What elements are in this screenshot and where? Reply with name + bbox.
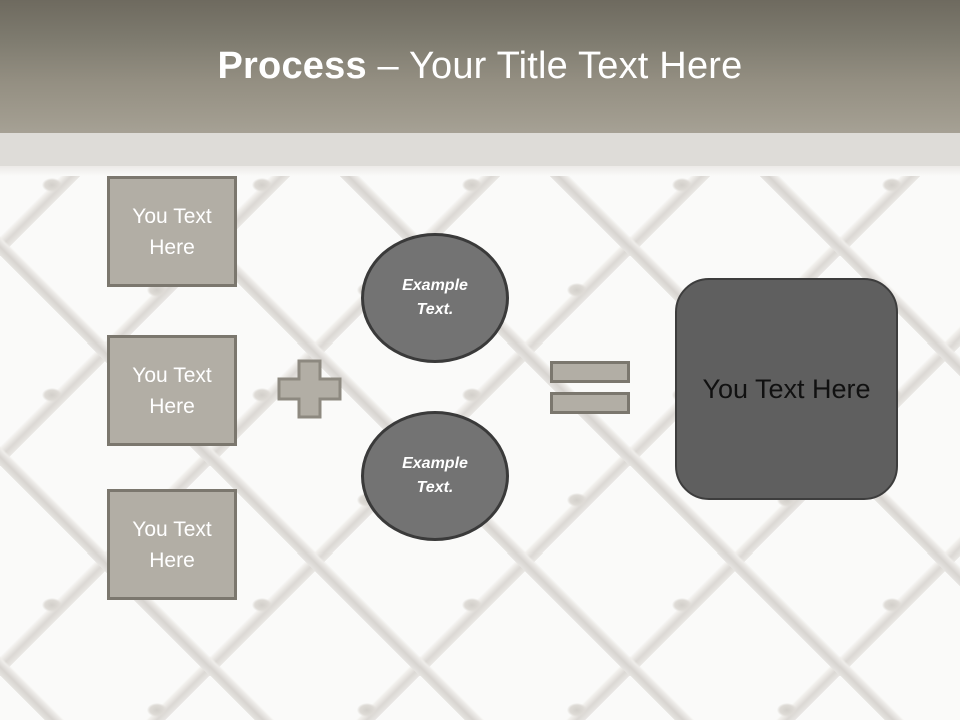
equals-bar-bottom — [550, 392, 630, 414]
equals-bar-top — [550, 361, 630, 383]
input-box-2[interactable]: You Text Here — [107, 335, 237, 446]
plus-shape — [277, 359, 342, 419]
page-title: Process – Your Title Text Here — [0, 0, 960, 133]
page-title-rest: – Your Title Text Here — [366, 45, 743, 87]
plus-sign-icon — [277, 359, 342, 419]
result-box[interactable]: You Text Here — [675, 278, 898, 500]
page-title-strong: Process — [217, 45, 367, 87]
title-bar: Process – Your Title Text Here — [0, 0, 960, 133]
equals-sign-icon — [550, 361, 630, 414]
input-box-1[interactable]: You Text Here — [107, 176, 237, 287]
background-top-band-fade — [0, 166, 960, 176]
input-box-3[interactable]: You Text Here — [107, 489, 237, 600]
background-top-band — [0, 133, 960, 166]
